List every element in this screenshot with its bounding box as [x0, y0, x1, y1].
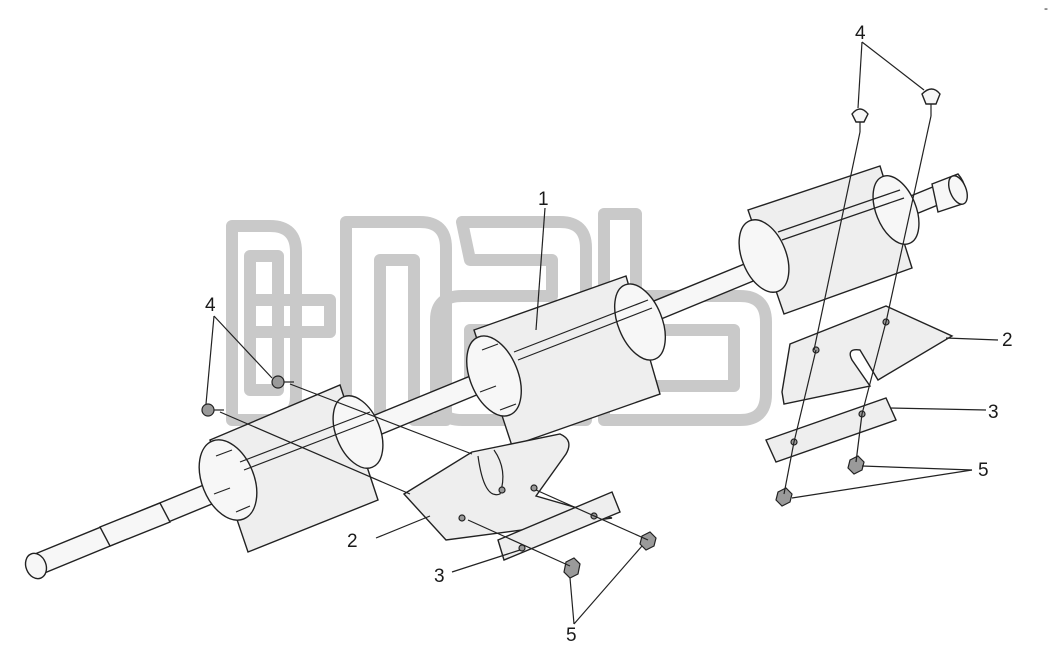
callout-5-left: 5: [566, 625, 577, 646]
roller-left: [198, 384, 384, 553]
nut-left-2: [639, 531, 657, 551]
callout-1: 1: [538, 189, 549, 210]
callout-3-right: 3: [988, 402, 999, 423]
assembly-lines: [219, 115, 932, 567]
callout-3-left: 3: [434, 566, 445, 587]
callouts: 1 2 2 3 3 4 4 5 5 -: [205, 1, 1048, 646]
bolts: [201, 88, 941, 417]
roller-middle: [466, 275, 667, 447]
callout-5-right: 5: [978, 460, 989, 481]
bracket-right: [781, 305, 954, 405]
callout-2-right: 2: [1002, 330, 1013, 351]
leader-lines: [205, 41, 999, 625]
bolt-right-2: [921, 88, 941, 116]
roller-right: [738, 165, 920, 315]
callout-4-right: 4: [855, 23, 866, 44]
strip-right: [765, 397, 897, 463]
nut-right-1: [847, 455, 865, 475]
bolt-left-upper: [271, 375, 294, 389]
corner-mark: -: [1044, 1, 1048, 15]
callout-2-left: 2: [347, 531, 358, 552]
bolt-right-1: [851, 108, 869, 132]
strip-left: [497, 491, 621, 561]
bolt-left-lower: [201, 403, 224, 417]
callout-4-left: 4: [205, 295, 216, 316]
nuts: [563, 455, 865, 579]
nut-right-2: [775, 487, 793, 507]
nut-left-1: [563, 557, 581, 579]
